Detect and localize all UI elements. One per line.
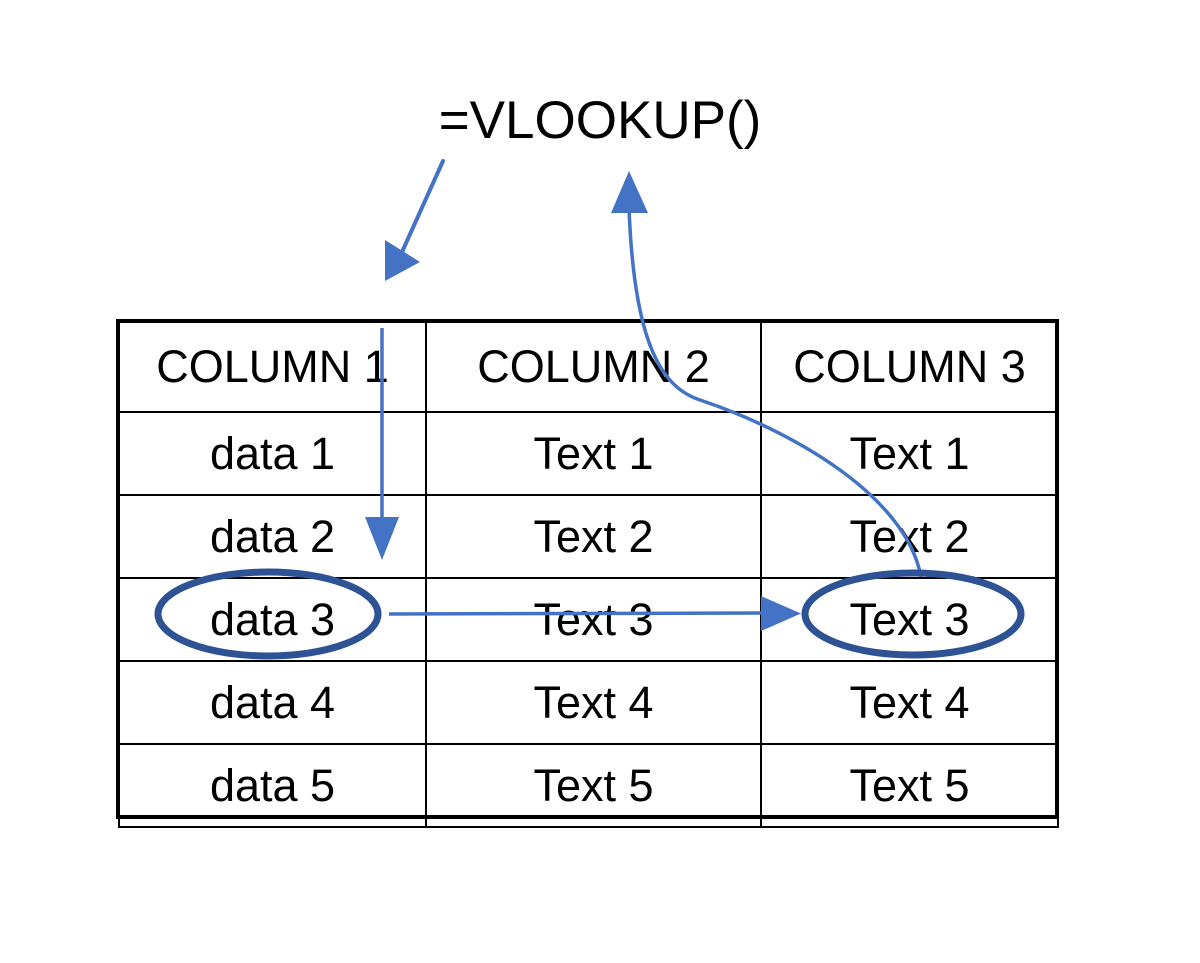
column-header-2: COLUMN 2 <box>425 321 762 413</box>
cell-r2c3: Text 2 <box>760 494 1059 579</box>
column-header-3: COLUMN 3 <box>760 321 1059 413</box>
cell-r1c3: Text 1 <box>760 411 1059 496</box>
cell-r4c2: Text 4 <box>425 660 762 745</box>
cell-r1c2: Text 1 <box>425 411 762 496</box>
table-row: data 5 Text 5 Text 5 <box>118 743 1059 828</box>
page-title: =VLOOKUP() <box>438 91 762 150</box>
table-row: data 3 Text 3 Text 3 <box>118 577 1059 662</box>
table-row: data 2 Text 2 Text 2 <box>118 494 1059 579</box>
cell-r1c1: data 1 <box>118 411 427 496</box>
cell-r3c3: Text 3 <box>760 577 1059 662</box>
cell-r4c3: Text 4 <box>760 660 1059 745</box>
cell-r2c2: Text 2 <box>425 494 762 579</box>
column-header-1: COLUMN 1 <box>118 321 427 413</box>
cell-r5c2: Text 5 <box>425 743 762 828</box>
cell-r2c1: data 2 <box>118 494 427 579</box>
cell-r5c3: Text 5 <box>760 743 1059 828</box>
table-row: data 1 Text 1 Text 1 <box>118 411 1059 496</box>
cell-r3c2: Text 3 <box>425 577 762 662</box>
cell-r3c1: data 3 <box>118 577 427 662</box>
cell-r5c1: data 5 <box>118 743 427 828</box>
table-header-row: COLUMN 1 COLUMN 2 COLUMN 3 <box>118 321 1059 413</box>
diagonal-arrow-icon <box>385 159 445 281</box>
cell-r4c1: data 4 <box>118 660 427 745</box>
table-row: data 4 Text 4 Text 4 <box>118 660 1059 745</box>
lookup-table: COLUMN 1 COLUMN 2 COLUMN 3 data 1 Text 1… <box>118 321 1059 828</box>
